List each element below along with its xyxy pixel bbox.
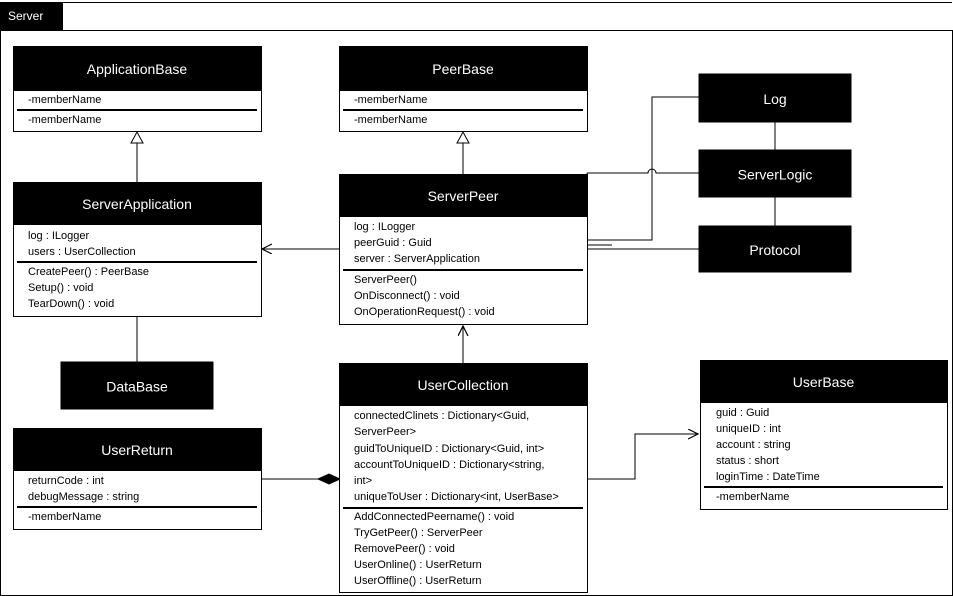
generalization-serverapplication-applicationbase [130, 130, 144, 182]
class-applicationbase[interactable]: ApplicationBase -memberName -memberName [13, 46, 262, 132]
component-log[interactable]: Log [698, 73, 852, 123]
component-protocol[interactable]: Protocol [698, 225, 852, 273]
class-operation: CreatePeer() : PeerBase [28, 266, 149, 278]
class-attribute: status : short [716, 455, 779, 467]
class-attribute: loginTime : DateTime [716, 471, 820, 483]
component-box [698, 73, 852, 123]
composition-usercollection-userreturn [261, 473, 342, 485]
classes: ApplicationBase-memberName-memberNamePee… [13, 46, 948, 593]
class-attribute: uniqueToUser : Dictionary<int, UserBase> [354, 491, 559, 503]
component-serverlogic[interactable]: ServerLogic [698, 149, 852, 198]
class-name: UserCollection [417, 377, 508, 393]
class-attribute: accountToUniqueID : Dictionary<string, [354, 459, 544, 471]
class-name: UserBase [793, 374, 855, 390]
link-serverpeer-log [587, 96, 699, 241]
class-serverpeer[interactable]: ServerPeer log : ILogger peerGuid : Guid se… [339, 174, 588, 325]
component-box [60, 361, 214, 410]
class-operation: -memberName [28, 511, 101, 523]
class-header [339, 174, 588, 217]
component-name: DataBase [106, 379, 168, 395]
class-attribute: -memberName [354, 94, 427, 106]
class-attribute: returnCode : int [28, 475, 104, 487]
component-name: Protocol [749, 242, 800, 258]
class-name: ApplicationBase [87, 61, 188, 77]
class-attribute: debugMessage : string [28, 491, 139, 503]
class-attribute: uniqueID : int [716, 423, 781, 435]
class-header [339, 363, 588, 406]
generalization-serverpeer-peerbase [456, 130, 470, 174]
component-database[interactable]: DataBase [60, 361, 214, 410]
class-attribute: guidToUniqueID : Dictionary<Guid, int> [354, 443, 544, 455]
class-operation: UserOnline() : UserReturn [354, 559, 482, 571]
class-operation: -memberName [28, 114, 101, 126]
class-header [13, 428, 262, 471]
class-attribute: -memberName [28, 94, 101, 106]
class-usercollection[interactable]: UserCollection connectedClinets : Diction… [339, 363, 588, 593]
class-attribute: server : ServerApplication [354, 253, 480, 265]
class-operation: UserOffline() : UserReturn [354, 575, 482, 587]
link-serverpeer-serverlogic [586, 168, 699, 246]
class-name: PeerBase [432, 61, 494, 77]
class-header [13, 46, 262, 91]
class-header [13, 182, 262, 225]
class-header [339, 46, 588, 91]
class-operation: -memberName [354, 114, 427, 126]
class-operation: -memberName [716, 491, 789, 503]
class-operation: OnDisconnect() : void [354, 290, 460, 302]
class-attribute: log : ILogger [28, 230, 89, 242]
class-attribute: users : UserCollection [28, 246, 136, 258]
class-name: UserReturn [101, 442, 173, 458]
class-name: ServerPeer [428, 188, 499, 204]
class-operation: TearDown() : void [28, 298, 114, 310]
class-userbase[interactable]: UserBase guid : Guid uniqueID : int account… [700, 360, 948, 510]
association-usercollection-userbase [587, 434, 698, 480]
class-name: ServerApplication [82, 196, 192, 212]
class-attribute: int> [354, 475, 372, 487]
class-attribute: peerGuid : Guid [354, 237, 432, 249]
class-operation: TryGetPeer() : ServerPeer [354, 527, 483, 539]
class-attribute: account : string [716, 439, 791, 451]
class-operation: AddConnectedPeername() : void [354, 511, 514, 523]
class-attribute: guid : Guid [716, 407, 769, 419]
class-attribute: log : ILogger [354, 221, 415, 233]
class-peerbase[interactable]: PeerBase -memberName -memberName [339, 46, 588, 132]
component-name: Log [763, 91, 786, 107]
component-box [698, 225, 852, 273]
class-attribute: ServerPeer> [354, 426, 416, 438]
class-operation: RemovePeer() : void [354, 543, 455, 555]
component-name: ServerLogic [738, 167, 813, 183]
class-operation: Setup() : void [28, 282, 93, 294]
component-box [698, 149, 852, 198]
class-attribute: connectedClinets : Dictionary<Guid, [354, 410, 529, 422]
class-userreturn[interactable]: UserReturn returnCode : int debugMessage :… [13, 428, 262, 530]
class-operation: ServerPeer() [354, 274, 417, 286]
class-serverapplication[interactable]: ServerApplication log : ILogger users : Us… [13, 182, 262, 317]
class-operation: OnOperationRequest() : void [354, 306, 495, 318]
class-header [700, 360, 948, 403]
package-frame-title: Server [8, 9, 43, 23]
